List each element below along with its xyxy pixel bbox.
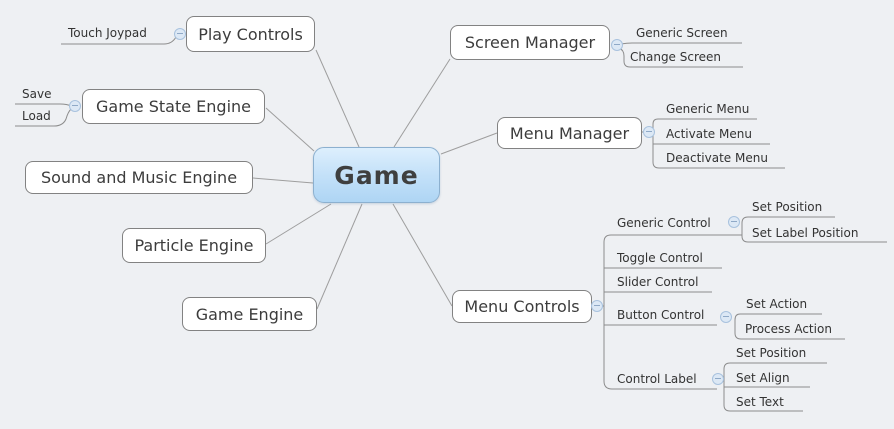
subtopic-set-label-position[interactable]: Set Label Position [752,226,859,240]
collapse-icon[interactable] [712,373,724,385]
topic-menu-controls[interactable]: Menu Controls [452,290,592,323]
collapse-icon[interactable] [591,300,603,312]
collapse-icon[interactable] [720,311,732,323]
subtopic-set-position-2[interactable]: Set Position [736,346,807,360]
topic-game-engine[interactable]: Game Engine [182,297,317,331]
subtopic-set-text[interactable]: Set Text [736,395,784,409]
subtopic-slider-control[interactable]: Slider Control [617,275,699,289]
subtopic-generic-control[interactable]: Generic Control [617,216,711,230]
collapse-icon[interactable] [728,216,740,228]
subtopic-generic-screen[interactable]: Generic Screen [636,26,728,40]
subtopic-load[interactable]: Load [22,109,51,123]
subtopic-save[interactable]: Save [22,87,52,101]
subtopic-set-position[interactable]: Set Position [752,200,823,214]
topic-particle-engine[interactable]: Particle Engine [122,228,266,263]
subtopic-toggle-control[interactable]: Toggle Control [617,251,703,265]
subtopic-process-action[interactable]: Process Action [745,322,832,336]
collapse-icon[interactable] [611,39,623,51]
subtopic-generic-menu[interactable]: Generic Menu [666,102,750,116]
subtopic-set-action[interactable]: Set Action [746,297,808,311]
topic-menu-manager[interactable]: Menu Manager [497,117,642,149]
topic-screen-manager[interactable]: Screen Manager [450,25,610,60]
subtopic-deactivate-menu[interactable]: Deactivate Menu [666,151,768,165]
subtopic-button-control[interactable]: Button Control [617,308,705,322]
topic-play-controls[interactable]: Play Controls [186,16,315,52]
collapse-icon[interactable] [174,28,186,40]
root-topic-game[interactable]: Game [313,147,440,203]
subtopic-control-label[interactable]: Control Label [617,372,697,386]
topic-game-state-engine[interactable]: Game State Engine [82,89,265,124]
subtopic-activate-menu[interactable]: Activate Menu [666,127,752,141]
topic-sound-and-music-engine[interactable]: Sound and Music Engine [25,161,253,194]
subtopic-change-screen[interactable]: Change Screen [630,50,722,64]
subtopic-touch-joypad[interactable]: Touch Joypad [68,26,147,40]
collapse-icon[interactable] [69,100,81,112]
subtopic-set-align[interactable]: Set Align [736,371,790,385]
collapse-icon[interactable] [643,126,655,138]
